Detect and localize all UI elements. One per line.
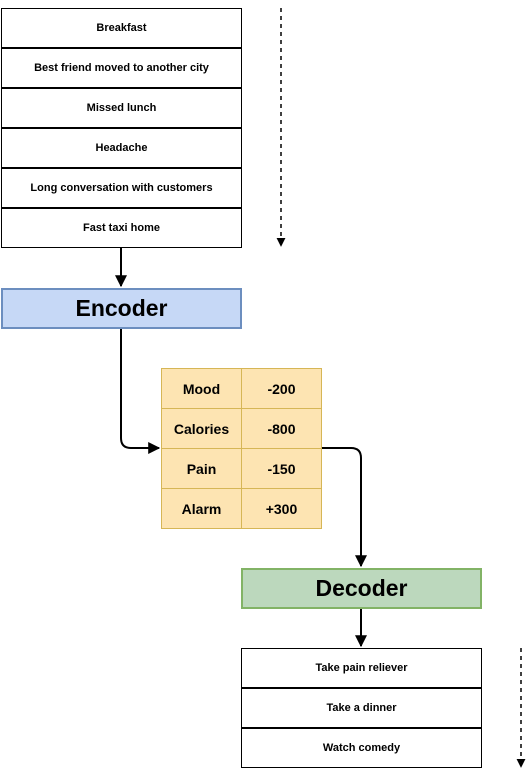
arrow-encoder-to-latent	[120, 329, 161, 454]
event-item: Missed lunch	[1, 88, 242, 128]
event-item: Breakfast	[1, 8, 242, 48]
action-item: Watch comedy	[241, 728, 482, 768]
event-item: Fast taxi home	[1, 208, 242, 248]
arrow-latent-to-decoder	[322, 447, 367, 568]
latent-value: -200	[241, 368, 322, 409]
encoder-block: Encoder	[1, 288, 242, 329]
latent-name: Calories	[161, 408, 242, 449]
action-item: Take pain reliever	[241, 648, 482, 688]
latent-name: Alarm	[161, 488, 242, 529]
event-item: Best friend moved to another city	[1, 48, 242, 88]
decoder-block: Decoder	[241, 568, 482, 609]
latent-value: +300	[241, 488, 322, 529]
latent-value: -800	[241, 408, 322, 449]
event-item: Long conversation with customers	[1, 168, 242, 208]
action-item: Take a dinner	[241, 688, 482, 728]
event-item: Headache	[1, 128, 242, 168]
